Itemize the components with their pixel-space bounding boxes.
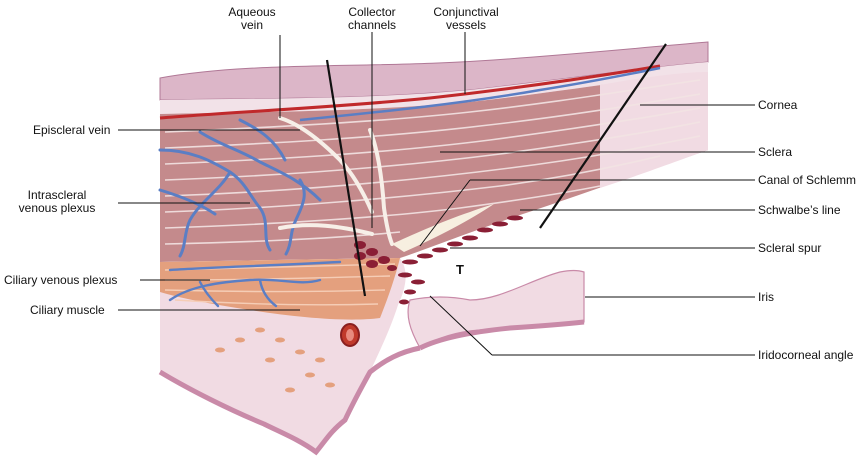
ciliary-venous-plexus: [168, 260, 342, 308]
leader-lines: [118, 32, 755, 356]
intrascleral-venous-plexus: [158, 118, 322, 258]
aqueous-vein-channels: [278, 116, 394, 246]
label-collector-channels: Collector channels: [348, 6, 396, 32]
trabecular-meshwork: [354, 215, 523, 305]
label-aqueous-vein-line2: vein: [240, 18, 263, 32]
label-iridocorneal-angle: Iridocorneal angle: [758, 348, 854, 362]
label-trabecular-t: T: [456, 262, 464, 277]
label-ciliary-venous-plexus: Ciliary venous plexus: [4, 273, 118, 287]
conjunctival-vein: [299, 66, 661, 122]
label-aqueous-vein-line1: Aqueous: [228, 5, 276, 19]
label-canal-of-schlemm: Canal of Schlemm: [758, 173, 857, 187]
label-collector-channels-line2: channels: [347, 18, 397, 32]
label-intrascleral-line1: Intrascleral: [27, 188, 87, 202]
label-conjunctival-vessels-line1: Conjunctival: [433, 5, 499, 19]
limbus-line-right: [539, 43, 667, 229]
label-intrascleral-venous-plexus: Intrascleral venous plexus: [19, 189, 96, 215]
label-episcleral-vein: Episcleral vein: [33, 123, 111, 137]
canal-of-schlemm: [392, 204, 494, 252]
label-intrascleral-line2: venous plexus: [18, 201, 96, 215]
label-conjunctival-vessels: Conjunctival vessels: [433, 6, 498, 32]
label-sclera: Sclera: [758, 145, 793, 159]
ciliary-epithelium: [158, 345, 421, 456]
label-ciliary-muscle: Ciliary muscle: [30, 303, 105, 317]
label-cornea: Cornea: [758, 98, 798, 112]
limbus-line-left: [325, 59, 367, 297]
conjunctival-stroma: [160, 62, 708, 114]
conjunctival-artery: [159, 64, 661, 120]
iris-pigment-epithelium: [418, 319, 585, 351]
ciliary-stroma-cells: [215, 327, 335, 393]
label-schwalbes-line: Schwalbe’s line: [758, 203, 841, 217]
iris-body: [407, 269, 585, 349]
label-aqueous-vein: Aqueous vein: [228, 6, 275, 32]
label-scleral-spur: Scleral spur: [758, 241, 822, 255]
label-iris: Iris: [758, 290, 774, 304]
label-collector-channels-line1: Collector: [348, 5, 396, 19]
label-conjunctival-vessels-line2: vessels: [445, 18, 486, 32]
